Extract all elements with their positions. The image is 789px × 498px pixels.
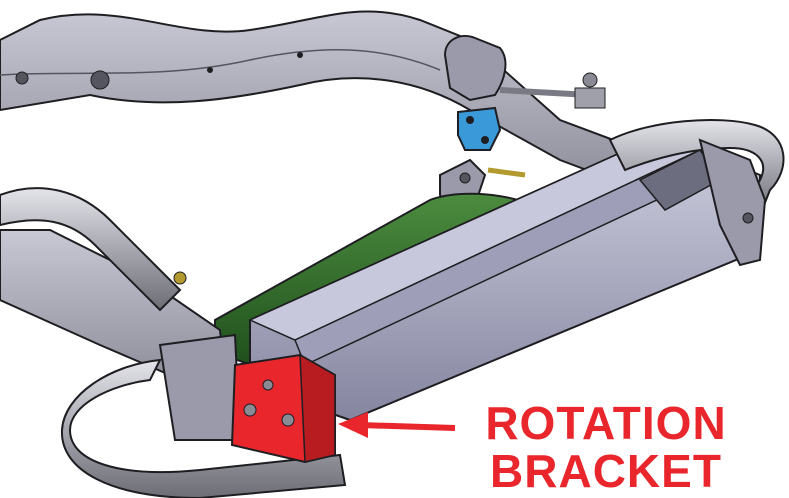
- callout-label-line1: ROTATION: [485, 397, 727, 449]
- callout-arrow: [338, 412, 456, 438]
- frame-hole: [90, 70, 110, 90]
- rotation-bracket: [230, 353, 336, 464]
- bracket-bolt: [281, 413, 295, 427]
- frame-hole: [15, 71, 29, 85]
- right-end-plate: [698, 138, 767, 267]
- callout-label-line2: BRACKET: [490, 445, 722, 497]
- bracket-bolt: [243, 403, 257, 417]
- crossmember-beam: [248, 133, 761, 422]
- upper-frame-rail: [0, 10, 641, 192]
- front-bumper-tube: [60, 358, 347, 498]
- brass-bolt: [487, 167, 526, 178]
- tie-rod: [499, 72, 606, 109]
- blue-bracket: [457, 106, 502, 151]
- frame-hole: [297, 52, 303, 58]
- bracket-bolt: [262, 379, 274, 391]
- left-end-plate: [158, 333, 242, 441]
- frame-hole: [207, 67, 213, 73]
